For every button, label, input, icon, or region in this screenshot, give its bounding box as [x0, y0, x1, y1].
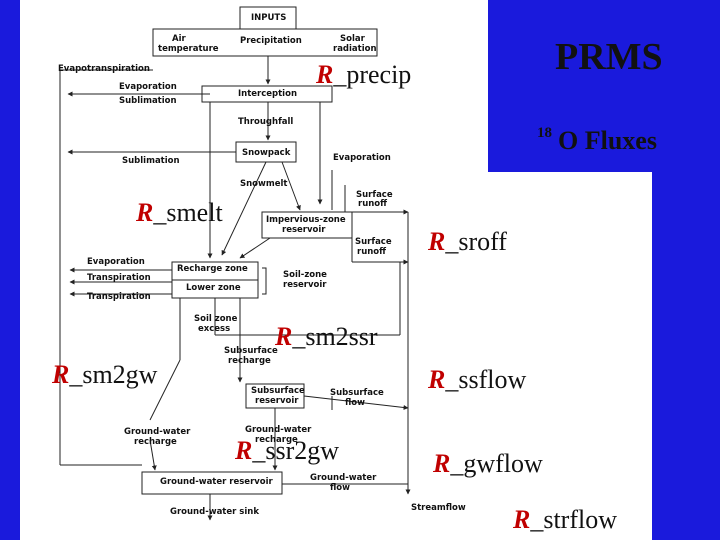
node-inputs: INPUTS — [251, 13, 287, 23]
node-sub-reservoir: Subsurface — [251, 386, 305, 396]
node-impervious: Impervious-zone — [266, 215, 346, 225]
node-interception: Interception — [238, 89, 297, 99]
node-surface-runoff-2b: runoff — [357, 247, 387, 257]
node-precipitation: Precipitation — [240, 36, 302, 46]
title-isotope-mass: 18 — [537, 125, 552, 141]
node-throughfall: Throughfall — [238, 117, 294, 127]
title-box-underlay — [488, 172, 652, 540]
node-surface-runoff-1b: runoff — [358, 199, 388, 209]
groundwater-box — [141, 471, 283, 495]
node-surface-runoff-1: Surface — [356, 190, 393, 200]
ratio-sroff: R_sroff — [428, 227, 507, 256]
ratio-smelt: R_smelt — [136, 198, 223, 227]
node-impervious-2: reservoir — [282, 225, 326, 235]
ratio-gwflow: R_gwflow — [433, 449, 543, 478]
node-streamflow: Streamflow — [411, 503, 466, 513]
node-snowpack: Snowpack — [242, 148, 291, 158]
node-sub-recharge: Subsurface — [224, 346, 278, 356]
ratio-sm2ssr: R_sm2ssr — [275, 322, 378, 351]
node-soil-excess: Soil zone — [194, 314, 238, 324]
node-sub-flow-2: flow — [345, 398, 365, 408]
node-soil-zone-2: reservoir — [283, 280, 327, 290]
node-gw-recharge-1: Ground-water — [124, 427, 191, 437]
node-sub-reservoir-2: reservoir — [255, 396, 299, 406]
title-box — [488, 0, 720, 172]
node-evaporation-1: Evaporation — [119, 82, 177, 92]
inputs-row-box — [152, 28, 378, 57]
ratio-strflow: R_strflow — [513, 505, 618, 534]
node-sublimation-2: Sublimation — [122, 156, 180, 166]
node-surface-runoff-2: Surface — [355, 237, 392, 247]
ratio-ssr2gw: R_ssr2gw — [235, 436, 340, 465]
node-recharge-zone: Recharge zone — [177, 264, 248, 274]
node-soil-zone: Soil-zone — [283, 270, 327, 280]
node-gw-recharge-2b: recharge — [255, 435, 298, 445]
node-gw-recharge-2: Ground-water — [245, 425, 312, 435]
node-soil-excess-2: excess — [198, 324, 231, 334]
ratio-precip: R_precip — [316, 60, 412, 89]
node-gw-sink: Ground-water sink — [170, 507, 259, 517]
title-fluxes: O Fluxes — [558, 126, 657, 155]
node-gw-recharge-1b: recharge — [134, 437, 177, 447]
node-solar: Solar — [340, 34, 365, 44]
ratio-sm2gw: R_sm2gw — [52, 360, 158, 389]
node-sub-flow: Subsurface — [330, 388, 384, 398]
node-evapotranspiration: Evapotranspiration — [58, 64, 150, 74]
node-air-temp-2: temperature — [158, 44, 219, 54]
node-sub-recharge-2: recharge — [228, 356, 271, 366]
node-lower-zone: Lower zone — [186, 283, 241, 293]
impervious-box — [261, 211, 353, 239]
node-evaporation-3: Evaporation — [87, 257, 145, 267]
node-solar-2: radiation — [333, 44, 377, 54]
node-air-temp: Air — [172, 34, 186, 44]
node-evaporation-2: Evaporation — [333, 153, 391, 163]
title-prms: PRMS — [555, 36, 663, 78]
node-snowmelt: Snowmelt — [240, 179, 288, 189]
node-transpiration-2: Transpiration — [87, 292, 151, 302]
node-sublimation-1: Sublimation — [119, 96, 177, 106]
node-gw-flow: Ground-water — [310, 473, 377, 483]
node-gw-flow-2: flow — [330, 483, 350, 493]
ratio-ssflow: R_ssflow — [428, 365, 527, 394]
node-gw-reservoir: Ground-water reservoir — [160, 477, 273, 487]
node-transpiration-1: Transpiration — [87, 273, 151, 283]
